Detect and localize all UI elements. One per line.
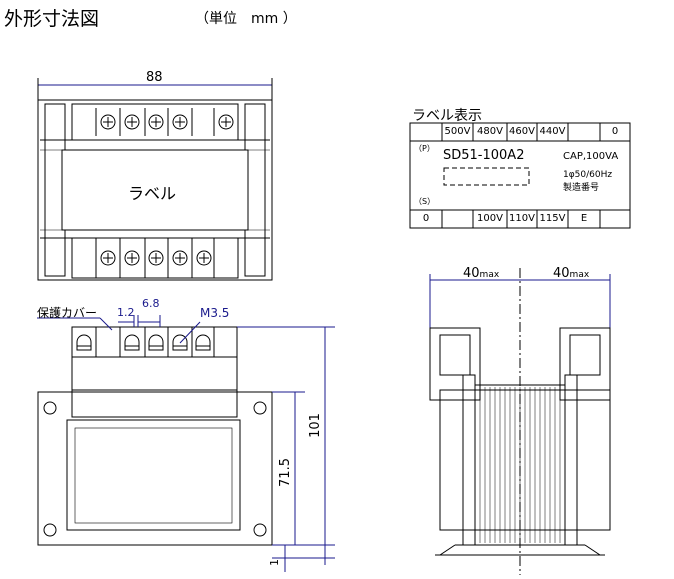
max-suffix: max — [569, 270, 590, 280]
serial-number-label: 製造番号 — [563, 183, 600, 193]
label-cell: 500V — [444, 126, 471, 137]
model-number: SD51-100A2 — [443, 148, 525, 163]
terminal-screw-icon — [124, 114, 140, 130]
terminal-screw-icon — [196, 250, 212, 266]
top-view — [37, 78, 273, 281]
label-cell: 100V — [477, 213, 503, 224]
primary-mark: （P） — [414, 144, 435, 153]
core-window — [66, 419, 241, 531]
unit-note: （単位 mm ） — [195, 11, 297, 27]
mounting-base — [37, 391, 273, 546]
label-cell: 0 — [422, 213, 430, 224]
label-cell: 0 — [611, 126, 619, 137]
terminal-screw-icon — [172, 250, 188, 266]
left-depth-dimension: 40 — [463, 266, 480, 281]
right-depth-dimension: 40 — [553, 266, 570, 281]
terminal-screw-icon — [124, 250, 140, 266]
label-table-lines — [409, 122, 631, 229]
label-cell: 115V — [539, 213, 566, 224]
label-cell: 440V — [539, 126, 566, 137]
base-thickness-dimension: 1 — [268, 559, 281, 566]
terminal-screw-icon — [100, 250, 116, 266]
terminal-screw-icon — [218, 114, 234, 130]
label-area — [61, 149, 249, 231]
terminal-screw-icon — [195, 334, 211, 351]
label-cell: 460V — [509, 126, 535, 137]
terminal-screw-icon — [172, 334, 188, 351]
capacity: CAP,100VA — [563, 151, 619, 162]
terminal-screw-icon — [124, 334, 140, 351]
label-cell: 480V — [477, 126, 503, 137]
label-display-title: ラベル表示 — [412, 108, 482, 124]
mount-height-dimension: 71.5 — [277, 458, 293, 487]
label-placeholder-text: ラベル — [128, 184, 177, 203]
terminal-screw-icon — [172, 114, 188, 130]
terminal-screw-icon — [76, 334, 92, 351]
label-cell: E — [580, 213, 588, 224]
label-cell: 110V — [509, 213, 535, 224]
max-suffix: max — [479, 270, 500, 280]
side-view — [429, 268, 611, 575]
total-height-dimension: 101 — [307, 413, 323, 438]
protective-cover-label: 保護カバー — [37, 306, 98, 320]
pitch-dimension: 6.8 — [142, 297, 160, 310]
width-dimension: 88 — [146, 70, 163, 85]
terminal-screw-icon — [148, 250, 164, 266]
terminal-screw-icon — [100, 114, 116, 130]
terminal-cover — [71, 326, 238, 358]
transformer-outline — [37, 99, 273, 281]
secondary-mark: （S） — [414, 197, 436, 206]
gap-dimension: 1.2 — [117, 306, 135, 319]
terminal-screw-icon — [148, 114, 164, 130]
phase-frequency: 1φ50/60Hz — [563, 170, 613, 180]
terminal-screw-icon — [148, 334, 164, 351]
front-view — [37, 315, 335, 572]
drawing-title: 外形寸法図 — [4, 8, 100, 30]
screw-size: M3.5 — [200, 306, 230, 320]
